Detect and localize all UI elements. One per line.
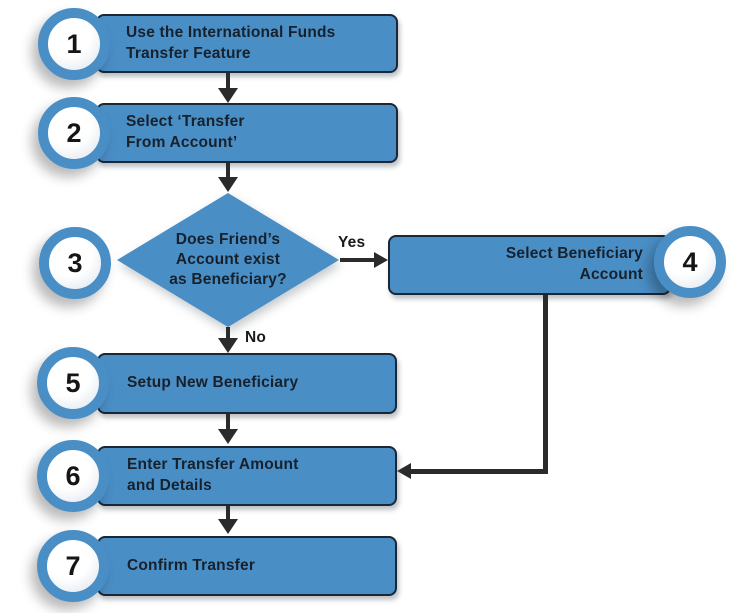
step-label-5: Setup New Beneficiary (127, 374, 299, 392)
step-number-5: 5 (65, 367, 81, 398)
step-badge-1: 1 (38, 8, 110, 80)
arrow-step4-step6-head-icon (397, 463, 411, 479)
step-number-3: 3 (67, 247, 83, 278)
step-badge-7: 7 (37, 530, 109, 602)
arrow-step1-step2-head-icon (218, 88, 238, 103)
step-box-6: Enter Transfer Amount and Details (97, 446, 397, 506)
arrow-step2-step3-head-icon (218, 177, 238, 192)
step-box-7: Confirm Transfer (97, 536, 397, 596)
step-number-7: 7 (65, 550, 81, 581)
step-label-4: Select Beneficiary Account (505, 245, 643, 283)
arrow-step4-step6-vertical (543, 295, 548, 474)
arrow-step6-step7-stem (226, 506, 230, 521)
step-badge-6: 6 (37, 440, 109, 512)
step-badge-5: 5 (37, 347, 109, 419)
arrow-step2-step3-stem (226, 163, 230, 179)
step-badge-4: 4 (654, 226, 726, 298)
arrow-yes-head-icon (374, 252, 388, 268)
decision-diamond-wrap: Does Friend’s Account exist as Beneficia… (117, 193, 339, 327)
step-label-7: Confirm Transfer (127, 556, 256, 574)
step-number-1: 1 (66, 28, 82, 59)
step-box-5: Setup New Beneficiary (97, 353, 397, 414)
step-box-2: Select ‘Transfer From Account’ (96, 103, 398, 163)
arrow-yes-stem (340, 258, 376, 262)
step-badge-3: 3 (39, 227, 111, 299)
arrow-step1-step2-stem (226, 73, 230, 90)
step-label-2: Select ‘Transfer From Account’ (126, 113, 245, 151)
edge-label-yes: Yes (338, 234, 366, 251)
step-label-6: Enter Transfer Amount and Details (127, 456, 299, 494)
step-number-4: 4 (682, 246, 698, 277)
arrow-no-head-icon (218, 338, 238, 353)
step-box-1: Use the International Funds Transfer Fea… (96, 14, 398, 73)
arrow-step4-step6-horizontal (411, 469, 548, 474)
step-badge-2: 2 (38, 97, 110, 169)
step-label-1: Use the International Funds Transfer Fea… (126, 23, 336, 62)
decision-label: Does Friend’s Account exist as Beneficia… (169, 230, 287, 289)
edge-label-no: No (245, 329, 267, 346)
step-number-6: 6 (65, 460, 81, 491)
decision-diamond: Does Friend’s Account exist as Beneficia… (117, 193, 339, 327)
step-number-2: 2 (66, 117, 82, 148)
arrow-no-stem (226, 327, 230, 339)
arrow-step6-step7-head-icon (218, 519, 238, 534)
arrow-step5-step6-head-icon (218, 429, 238, 444)
step-box-4: Select Beneficiary Account (388, 235, 671, 295)
arrow-step5-step6-stem (226, 414, 230, 431)
